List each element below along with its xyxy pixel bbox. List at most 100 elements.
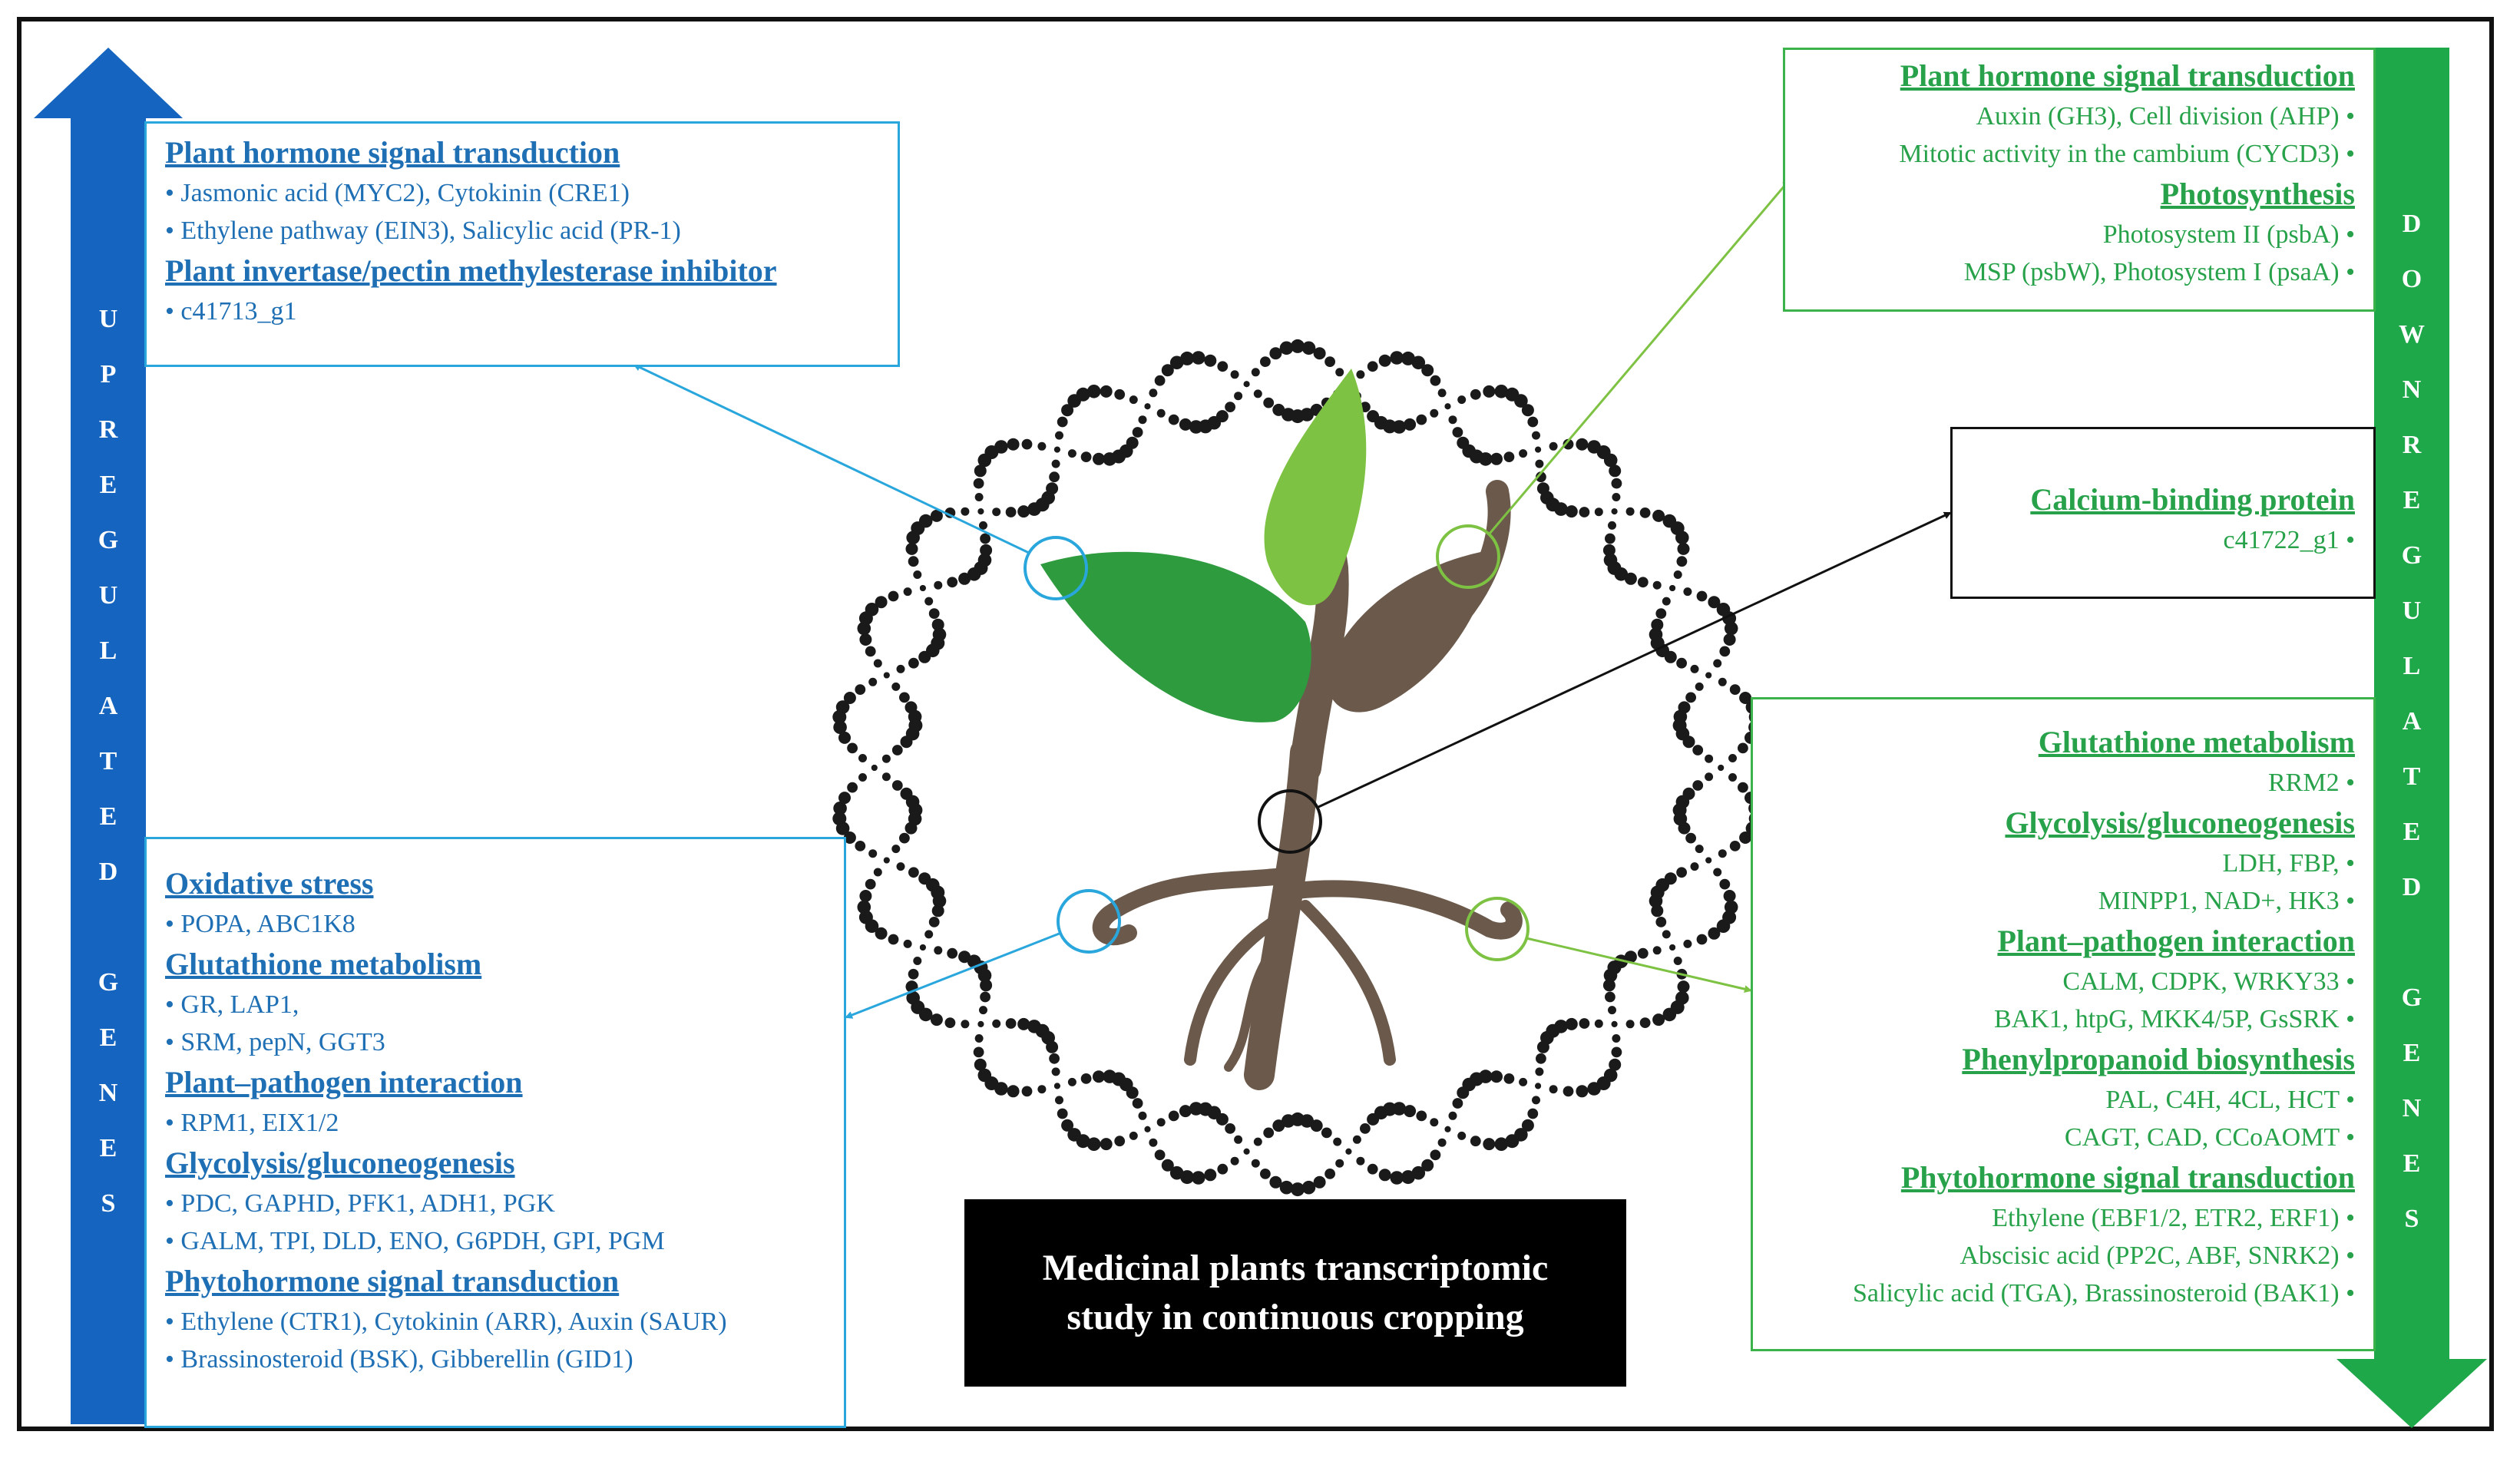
helix-dot (1603, 968, 1618, 983)
helix-dot (1664, 650, 1677, 663)
down-bottom-item: LDH, FBP, (1761, 845, 2355, 882)
center-title: Medicinal plants transcriptomic study in… (1042, 1248, 1549, 1337)
helix-dot (1301, 341, 1316, 355)
helix-dot (1149, 388, 1158, 398)
helix-dot (1061, 404, 1074, 417)
helix-dot (1225, 402, 1235, 412)
helix-dot (1161, 1159, 1174, 1172)
helix-dot (1716, 919, 1731, 933)
helix-dot (908, 657, 919, 669)
arrow-letter: A (2402, 707, 2422, 736)
helix-dot (1611, 1020, 1618, 1027)
arrow-letter: T (99, 747, 117, 775)
up-bottom-item: Brassinosteroid (BSK), Gibberellin (GID1… (165, 1341, 836, 1378)
up-bottom-heading-1: Oxidative stress (165, 866, 374, 901)
helix-dot (1161, 364, 1174, 377)
helix-dot (1313, 347, 1326, 360)
helix-dot (1728, 773, 1737, 782)
arrow-letter: U (2402, 597, 2422, 625)
helix-dot (934, 946, 943, 955)
helix-dot (1708, 596, 1721, 609)
helix-dot (896, 862, 905, 871)
helix-dot (1603, 453, 1618, 468)
helix-dot (838, 792, 851, 805)
helix-dot (855, 684, 866, 695)
helix-dot (928, 917, 940, 927)
upregulated-arrow (34, 48, 183, 1424)
helix-dot (1356, 370, 1365, 379)
up-top-heading-2: Plant invertase/pectin methylesterase in… (165, 253, 777, 288)
helix-dot (858, 910, 873, 924)
helix-dot (1132, 427, 1143, 438)
helix-dot (1675, 531, 1689, 545)
arrow-letter: G (2401, 541, 2422, 570)
helix-dot (1251, 368, 1260, 377)
dna-helix-wreath (832, 339, 1763, 1197)
helix-dot (1017, 505, 1030, 518)
helix-dot (1335, 1159, 1344, 1168)
helix-dot (931, 904, 944, 917)
helix-dot (1514, 394, 1528, 408)
helix-dot (859, 633, 872, 646)
helix-dot (875, 927, 888, 940)
up-bottom-heading-5: Phytohormone signal transduction (165, 1264, 620, 1298)
helix-dot (1536, 471, 1546, 483)
helix-dot (973, 1046, 984, 1058)
helix-dot (1565, 505, 1578, 518)
helix-dot (1168, 414, 1179, 425)
helix-dot (1279, 341, 1294, 355)
helix-dot (1532, 431, 1540, 440)
helix-dot (843, 831, 856, 844)
helix-dot (1021, 1086, 1033, 1097)
helix-dot (1695, 845, 1704, 854)
helix-dot (1612, 493, 1621, 501)
up-bottom-item: Ethylene (CTR1), Cytokinin (ARR), Auxin … (165, 1303, 836, 1341)
helix-dot (1051, 1067, 1060, 1076)
helix-dot (1055, 1096, 1063, 1105)
helix-dot (1554, 502, 1568, 516)
helix-dot (833, 720, 847, 734)
helix-dot (1129, 395, 1138, 405)
helix-dot (961, 1020, 970, 1029)
helix-dot (930, 1013, 943, 1027)
helix-dot (858, 754, 867, 762)
helix-dot (1651, 904, 1664, 917)
helix-dot (980, 979, 993, 992)
helix-dot (906, 990, 920, 1005)
helix-dot (1549, 441, 1558, 451)
helix-dot (1061, 1119, 1074, 1132)
helix-dot (1180, 351, 1195, 365)
helix-dot (1624, 951, 1637, 964)
helix-dot (1378, 354, 1391, 367)
helix-dot (1179, 418, 1192, 431)
calcium-box: Calcium-binding protein c41722_g1 (1950, 427, 2376, 599)
helix-dot (1114, 1136, 1126, 1147)
helix-dot (1452, 427, 1463, 438)
connector-leaf-to-down-top (1488, 179, 1791, 534)
helix-dot (1448, 415, 1457, 425)
down-top-heading-1: Plant hormone signal transduction (1900, 58, 2355, 93)
helix-dot (1260, 1169, 1271, 1179)
helix-dot (1535, 1067, 1544, 1076)
helix-dot (1614, 567, 1629, 581)
helix-dot (1291, 1182, 1305, 1197)
arrow-letter: N (2402, 375, 2422, 404)
helix-dot (1652, 946, 1662, 955)
helix-dot (1535, 446, 1542, 453)
arrow-letter: E (2403, 818, 2421, 846)
down-bottom-heading-1: Glutathione metabolism (2038, 725, 2355, 759)
helix-dot (1430, 408, 1439, 418)
helix-dot (865, 646, 876, 657)
helix-dot (1272, 1119, 1285, 1132)
helix-dot (1457, 395, 1467, 405)
helix-dot (903, 939, 912, 948)
arrow-letter: E (2403, 486, 2421, 514)
helix-dot (961, 507, 970, 516)
helix-dot (1519, 1077, 1528, 1086)
helix-dot (1609, 465, 1622, 478)
calcium-heading: Calcium-binding protein (2030, 482, 2355, 517)
helix-dot (1637, 577, 1649, 588)
helix-dot (944, 1017, 956, 1028)
